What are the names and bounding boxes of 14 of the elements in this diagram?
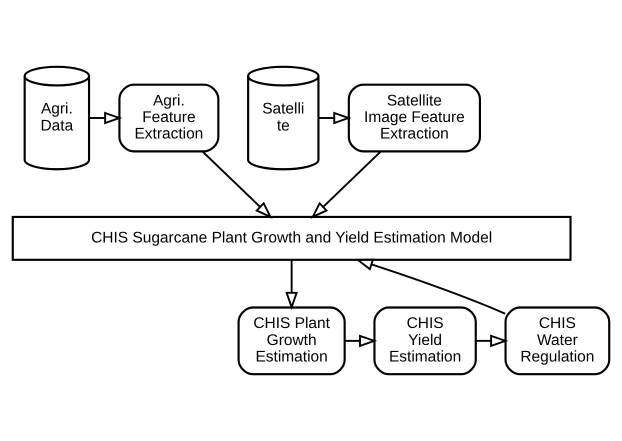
node-box: CHIS Plant Growth Estimation [238, 306, 346, 376]
node-box: CHIS Water Regulation [504, 306, 610, 376]
node-box: Satellite Image Feature Extraction [348, 84, 481, 152]
arrow [202, 150, 273, 219]
arrow [344, 334, 378, 348]
arrow [310, 150, 382, 219]
node-box: CHIS Sugarcane Plant Growth and Yield Estimation Model [12, 216, 572, 261]
arrow [476, 334, 508, 348]
arrow [318, 112, 352, 124]
node-box: Agri. Feature Extraction [118, 84, 220, 152]
arrow [285, 260, 298, 310]
node-box: CHIS Yield Estimation [373, 306, 477, 376]
arrow [89, 112, 122, 124]
arrow [355, 258, 506, 315]
